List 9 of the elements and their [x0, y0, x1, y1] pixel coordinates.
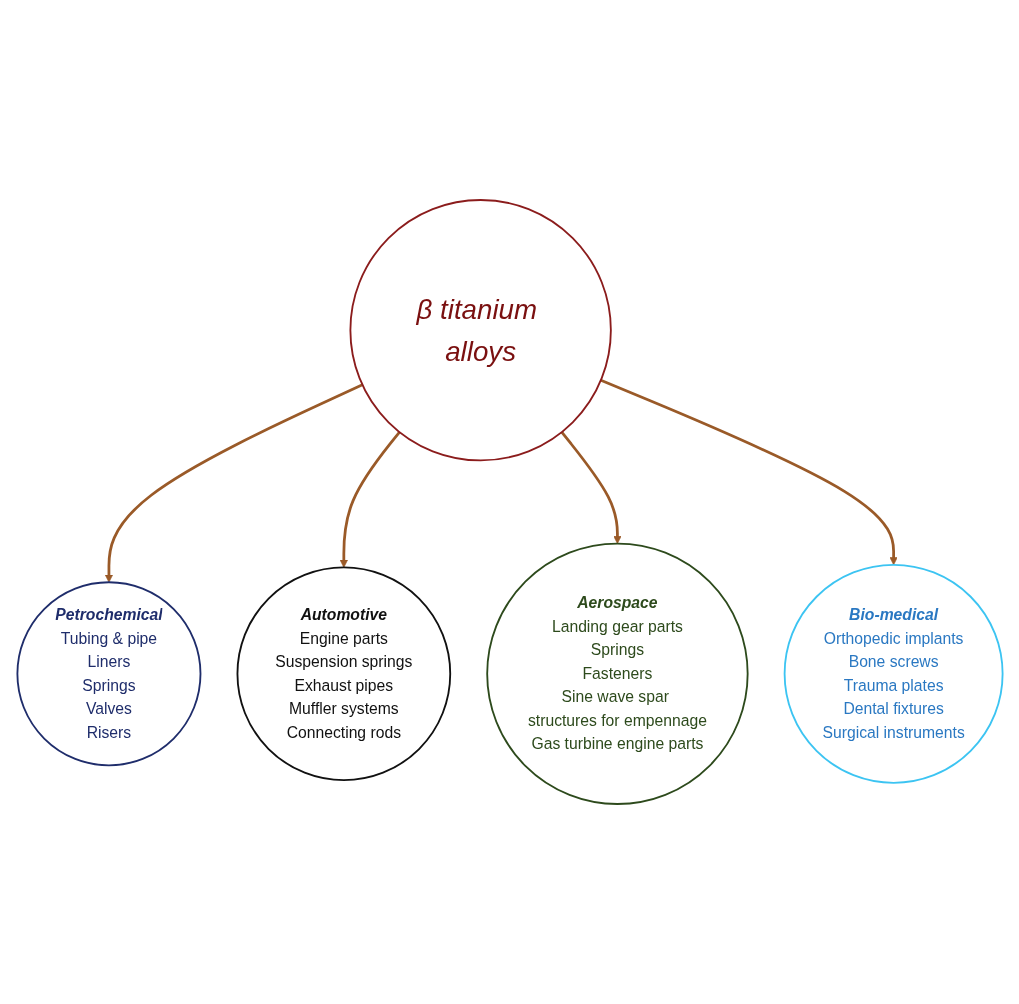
node-circle: Automotive Engine parts Suspension springs Exhaust pipes Muffler systems Connecting rods — [236, 566, 451, 782]
node-circle: β titanium alloys — [348, 199, 612, 462]
arrow — [339, 431, 401, 568]
node-circle: Aerospace Landing gear parts Springs Fasteners Sine wave spar structures for empennage Gas turbine engine parts — [485, 542, 749, 805]
arrow — [560, 431, 621, 544]
node-circle: Petrochemical Tubing & pipe Liners Springs Valves Risers — [15, 581, 201, 767]
arrow — [599, 378, 898, 566]
node-circle: Bio-medical Orthopedic implants Bone screws Trauma plates Dental fixtures Surgical instruments — [783, 563, 1004, 784]
arrow — [104, 383, 363, 583]
